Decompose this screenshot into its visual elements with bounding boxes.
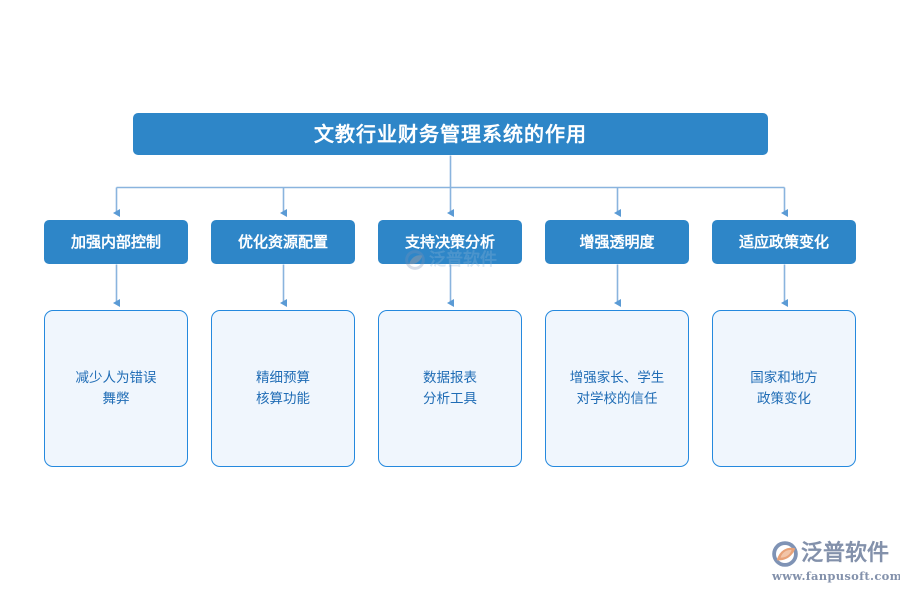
branch-node-5[interactable]: 适应政策变化 <box>712 220 856 264</box>
branch-node-5-label: 适应政策变化 <box>738 232 829 251</box>
branch-node-2[interactable]: 优化资源配置 <box>211 220 355 264</box>
branch-node-3-label: 支持决策分析 <box>404 232 495 251</box>
detail-node-1-text: 减少人为错误 舞弊 <box>75 369 157 407</box>
branch-node-4[interactable]: 增强透明度 <box>545 220 689 264</box>
branch-node-1-label: 加强内部控制 <box>70 232 161 251</box>
brand-logo: 泛普软件 www.fanpusoft.com <box>771 539 900 585</box>
detail-node-2[interactable]: 精细预算 核算功能 <box>211 310 355 467</box>
detail-node-5[interactable]: 国家和地方 政策变化 <box>712 310 856 467</box>
detail-node-4-text: 增强家长、学生 对学校的信任 <box>569 369 665 407</box>
detail-node-4[interactable]: 增强家长、学生 对学校的信任 <box>545 310 689 467</box>
branch-node-2-label: 优化资源配置 <box>237 232 328 251</box>
detail-node-5-text: 国家和地方 政策变化 <box>750 369 818 407</box>
detail-node-1[interactable]: 减少人为错误 舞弊 <box>44 310 188 467</box>
diagram-title-node[interactable]: 文教行业财务管理系统的作用 <box>133 113 768 155</box>
brand-logo-icon <box>771 540 799 568</box>
branch-node-4-label: 增强透明度 <box>579 232 655 251</box>
brand-logo-row: 泛普软件 <box>771 539 891 569</box>
branch-node-3[interactable]: 支持决策分析 <box>378 220 522 264</box>
branch-node-1[interactable]: 加强内部控制 <box>44 220 188 264</box>
diagram-title-text: 文教行业财务管理系统的作用 <box>314 122 587 146</box>
detail-node-3[interactable]: 数据报表 分析工具 <box>378 310 522 467</box>
detail-node-2-text: 精细预算 核算功能 <box>256 369 310 407</box>
brand-logo-name: 泛普软件 <box>801 541 890 566</box>
brand-logo-url: www.fanpusoft.com <box>772 569 900 583</box>
detail-node-3-text: 数据报表 分析工具 <box>423 369 477 407</box>
